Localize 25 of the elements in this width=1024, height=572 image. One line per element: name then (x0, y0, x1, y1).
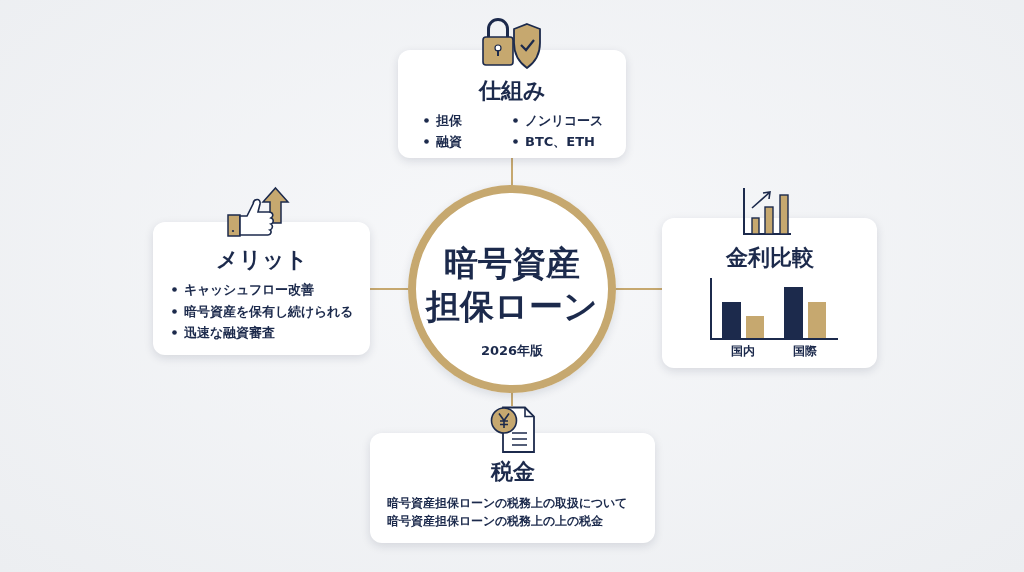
heading: 仕組み (478, 79, 546, 103)
subtitle: 2026年版 (480, 343, 544, 359)
heading: メリット (215, 248, 308, 272)
connector-line (511, 392, 513, 407)
list-item: 融資 (436, 133, 462, 151)
body-text: 暗号資産担保ローンの税務上の取扱について (387, 495, 627, 512)
connector-line (615, 288, 663, 290)
info-card (398, 50, 626, 158)
list-item: BTC、ETH (525, 133, 595, 151)
axis-label: 国際 (793, 343, 817, 359)
list-item: 迅速な融資審査 (183, 324, 275, 342)
list-item: キャッシュフロー改善 (183, 281, 314, 299)
info-card (662, 218, 877, 368)
body-text: 暗号資産担保ローンの税務上の上の税金 (387, 513, 603, 530)
connector-line (369, 288, 409, 290)
list-item: 暗号資産を保有し続けられる (183, 302, 353, 321)
list-item: ノンリコース (525, 112, 603, 130)
heading: 税金 (490, 460, 535, 484)
info-card (153, 222, 370, 355)
list-item: 担保 (436, 112, 462, 130)
heading: 金利比較 (725, 246, 814, 270)
title: 暗号資産担保ローン (426, 242, 598, 328)
axis-label: 国内 (731, 343, 755, 359)
info-card (370, 433, 655, 543)
connector-line (511, 157, 513, 186)
